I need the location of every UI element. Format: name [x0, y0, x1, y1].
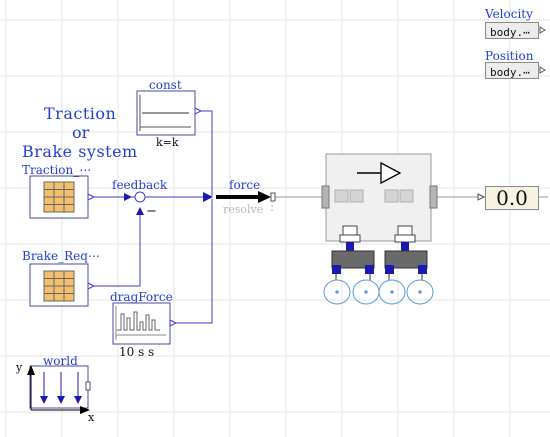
- const-label: const: [149, 78, 182, 92]
- velocity-port-arrow: [539, 26, 546, 34]
- annotation-brake-system: Brake system: [22, 142, 138, 161]
- world-label: world: [43, 354, 78, 368]
- const-block[interactable]: [136, 90, 203, 136]
- traction-req-label: Traction_⋯: [22, 163, 92, 177]
- velocity-label: Velocity: [485, 7, 533, 21]
- velocity-port[interactable]: body.⋯: [485, 22, 539, 39]
- position-port-arrow: [539, 66, 546, 74]
- traction-table-block[interactable]: [29, 175, 96, 219]
- output-value-display[interactable]: 0.0: [485, 186, 539, 210]
- world-y-axis-label: y: [16, 361, 23, 374]
- signal-wires: [88, 110, 213, 324]
- output-port-arrow: [477, 193, 486, 201]
- feedback-label: feedback: [112, 178, 168, 192]
- const-parameter: k=k: [156, 136, 179, 149]
- resolve-label: resolve: [223, 203, 264, 216]
- dragforce-parameter: 10 s s: [119, 345, 155, 359]
- force-label: force: [229, 178, 261, 192]
- world-x-axis-label: x: [88, 411, 95, 424]
- feedback-minus-sign: −: [146, 204, 157, 219]
- position-port[interactable]: body.⋯: [485, 62, 539, 79]
- brake-table-block[interactable]: [29, 263, 96, 307]
- bogie-left[interactable]: [331, 225, 375, 274]
- feedback-block[interactable]: [124, 191, 146, 215]
- position-label: Position: [485, 49, 534, 63]
- annotation-traction: Traction: [44, 104, 117, 123]
- brake-req-label: Brake_Req⋯: [22, 249, 100, 263]
- bogie-right[interactable]: [384, 225, 428, 274]
- dragforce-block[interactable]: [112, 302, 178, 345]
- wheels[interactable]: [323, 274, 434, 305]
- annotation-or: or: [72, 123, 90, 142]
- dragforce-label: dragForce: [110, 290, 173, 304]
- force-block[interactable]: [203, 191, 276, 211]
- world-block[interactable]: [27, 365, 91, 414]
- vehicle-body-block[interactable]: [321, 153, 438, 242]
